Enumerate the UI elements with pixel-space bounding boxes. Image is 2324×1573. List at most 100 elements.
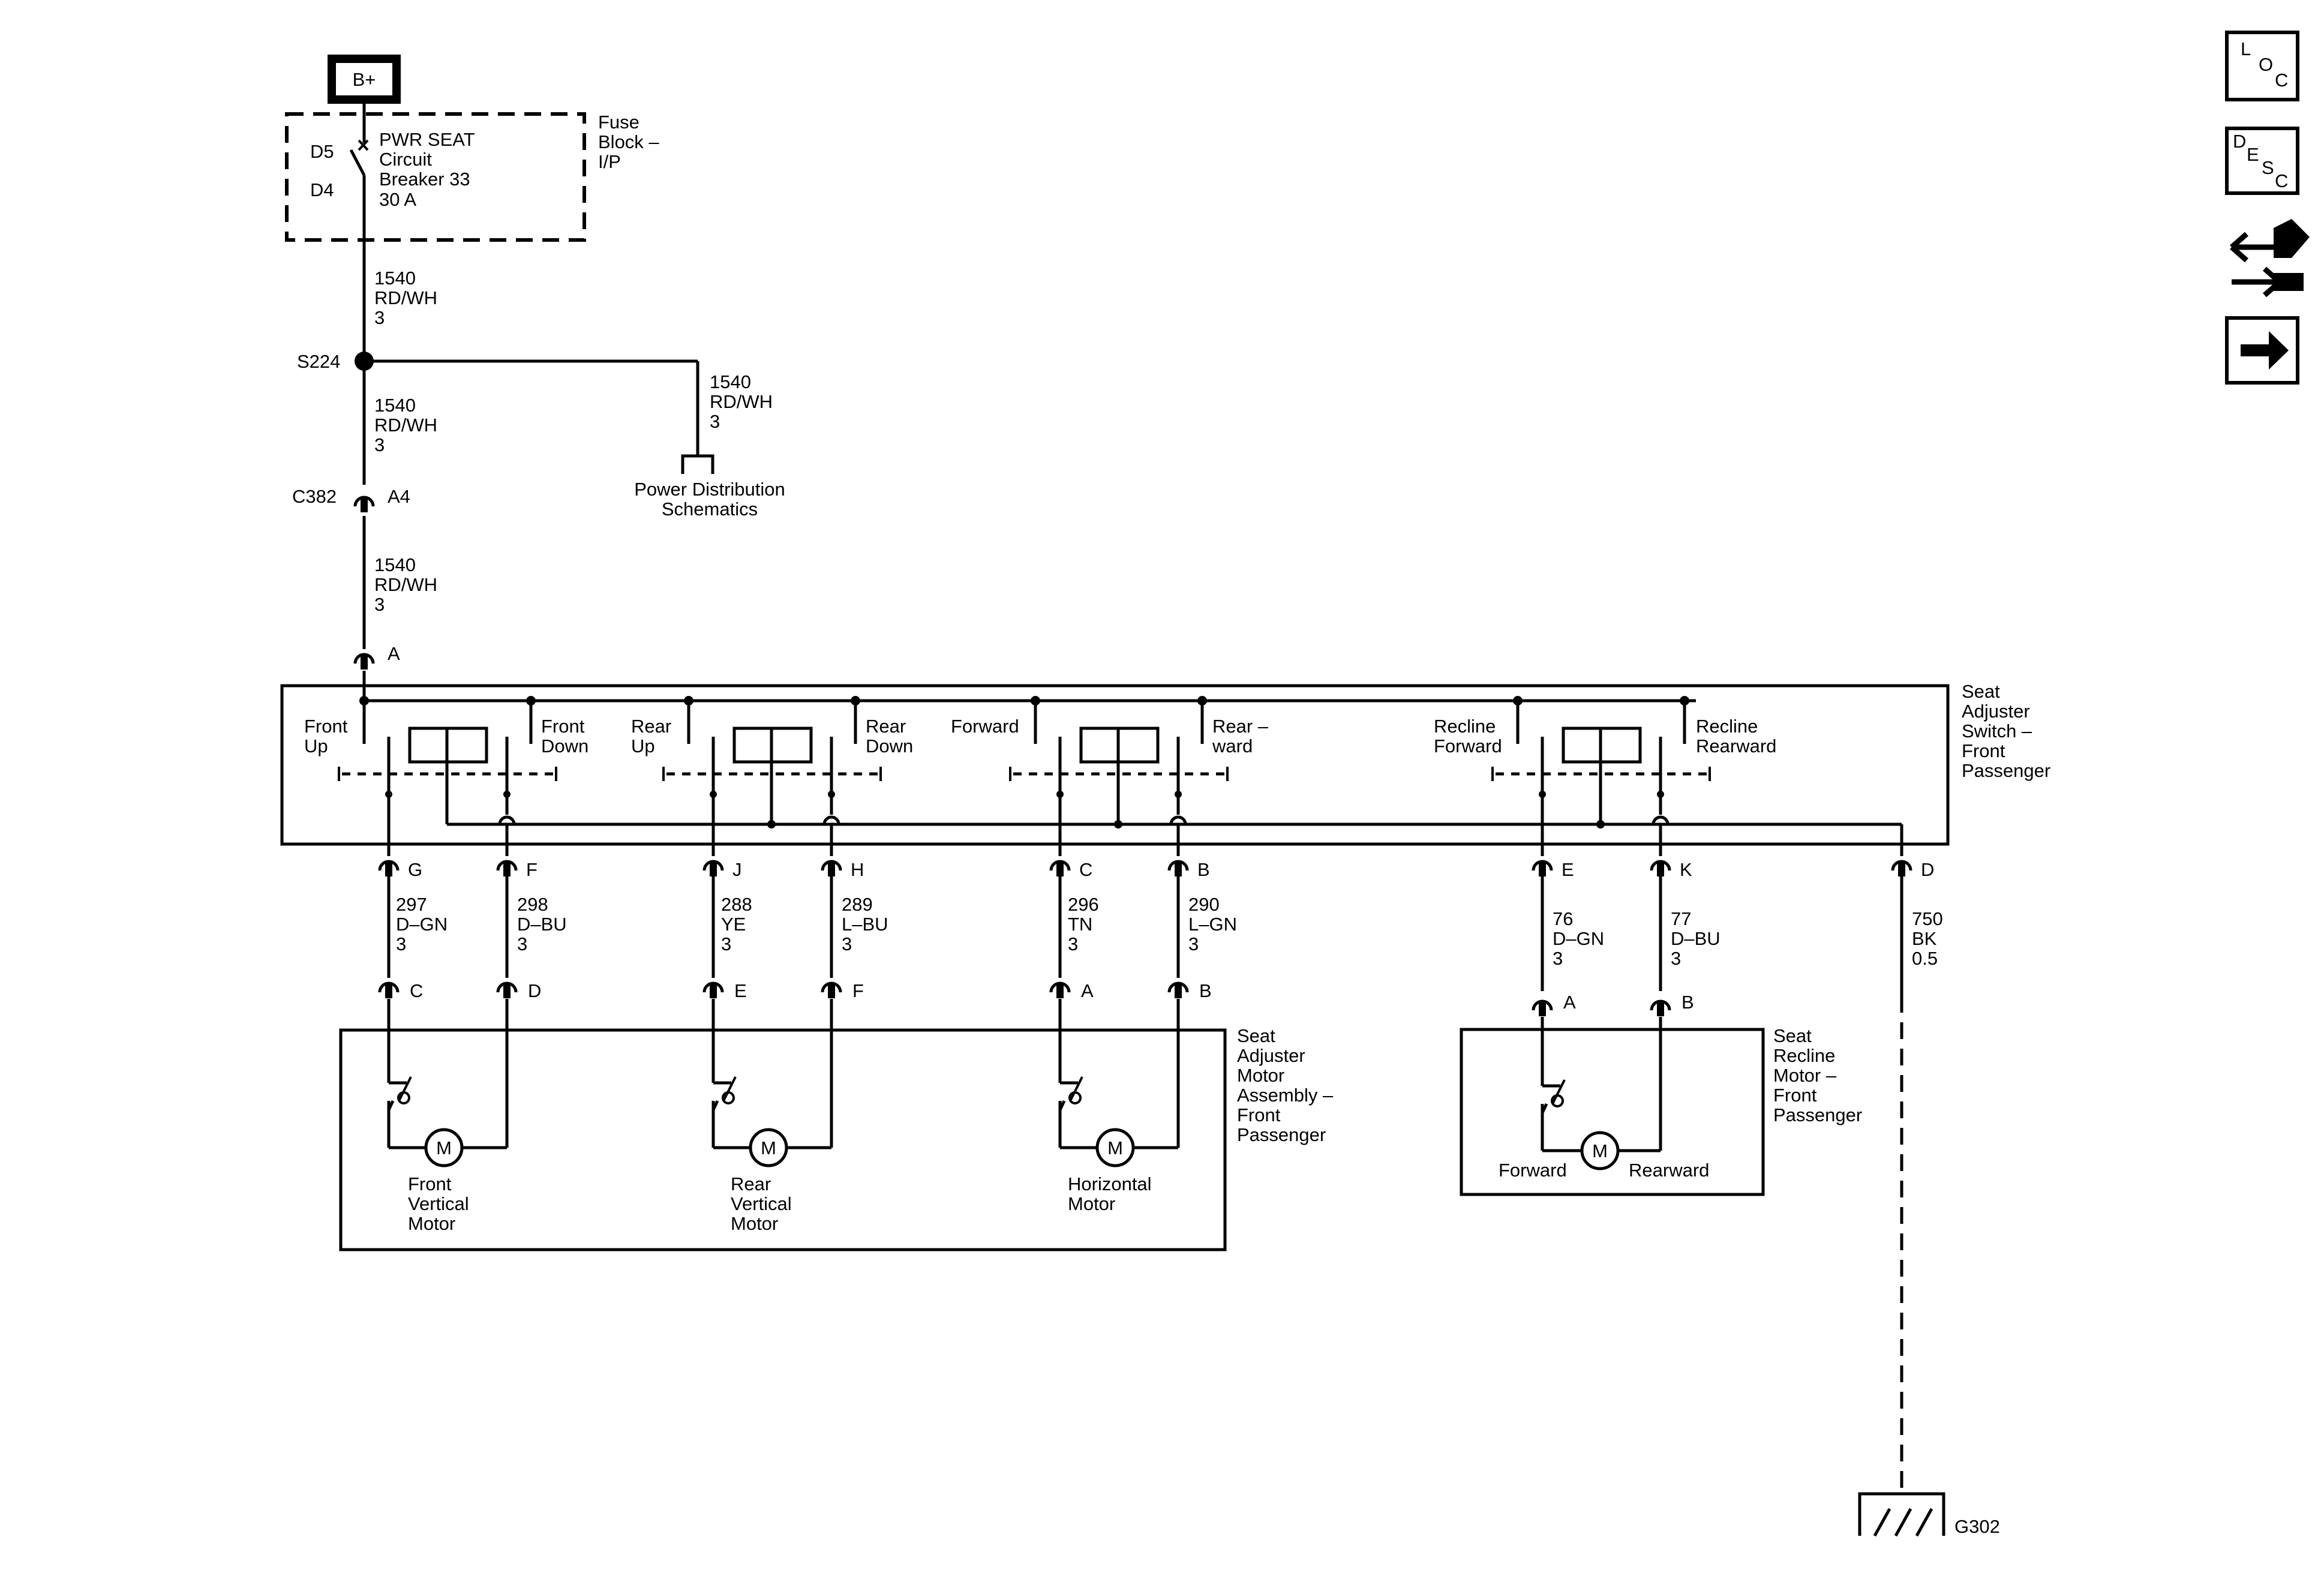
wire-290-3: 3	[1188, 933, 1199, 954]
motor-symbol-recline: M	[1592, 1140, 1608, 1161]
loc-icon[interactable]: L O C	[2225, 31, 2299, 101]
wire-290-1: 290	[1188, 894, 1220, 915]
loc-letter-l: L	[2241, 38, 2251, 59]
wire-289-3: 3	[842, 933, 852, 954]
breaker-line-2: Circuit	[379, 149, 432, 170]
motor-pin-e: E	[734, 980, 747, 1001]
power-dist-line-1: Power Distribution	[634, 479, 785, 500]
recline-title-2: Recline	[1773, 1045, 1835, 1066]
wire-298-3: 3	[517, 933, 527, 954]
label-recline-rearward-1: Recline	[1696, 716, 1758, 737]
seat-adjuster-motor-assembly: Seat Adjuster Motor Assembly – Front Pas…	[339, 999, 1334, 1251]
recline-title-1: Seat	[1773, 1025, 1812, 1046]
wire-1540-c-3: 3	[374, 434, 385, 455]
wire-288-2: YE	[721, 914, 746, 935]
motor-pin-a: A	[1081, 980, 1094, 1001]
switch-pin-k: K	[1680, 859, 1692, 880]
motor-symbol-front: M	[436, 1137, 452, 1158]
svg-text:A: A	[388, 643, 400, 664]
desc-icon[interactable]: D E S C	[2225, 127, 2299, 195]
fuse-block-title-3: I/P	[598, 151, 621, 172]
wire-297-2: D–GN	[396, 914, 448, 935]
power-dist-line-2: Schematics	[662, 499, 758, 520]
feed-wire-1540	[355, 240, 714, 696]
loc-letter-c: C	[2275, 70, 2288, 91]
b-plus-label: B+	[353, 69, 376, 90]
recline-title-5: Passenger	[1773, 1104, 1862, 1125]
desc-letter-s: S	[2262, 157, 2274, 178]
ground-icon	[1858, 1492, 1945, 1536]
wire-1540-b-2: RD/WH	[710, 391, 773, 412]
motor-pin-f: F	[852, 980, 864, 1001]
label-recline-forward-2: Forward	[1434, 736, 1502, 757]
switch-pin-b: B	[1197, 859, 1210, 880]
wire-76-3: 3	[1553, 948, 1563, 969]
front-vertical-motor: M Front Vertical Motor	[387, 999, 509, 1234]
wire-297-3: 3	[396, 933, 406, 954]
rear-vertical-label-3: Motor	[731, 1213, 778, 1234]
recline-pin-a: A	[1563, 992, 1576, 1013]
recline-title-4: Front	[1773, 1085, 1817, 1106]
switch-pin-h: H	[851, 859, 864, 880]
fuse-pin-d4: D4	[310, 179, 334, 200]
wire-750-3: 0.5	[1912, 948, 1938, 969]
switch-title-1: Seat	[1962, 681, 2000, 702]
wire-290-2: L–GN	[1188, 914, 1237, 935]
b-plus-source: B+	[328, 55, 401, 104]
label-front-down-1: Front	[541, 716, 585, 737]
breaker-line-3: Breaker 33	[379, 169, 470, 190]
switch-pin-d: D	[1921, 859, 1934, 880]
breaker-line-4: 30 A	[379, 189, 416, 210]
recline-rearward-label: Rearward	[1629, 1160, 1709, 1181]
label-rearward-1: Rear –	[1212, 716, 1269, 737]
next-arrow-icon[interactable]	[2225, 316, 2299, 385]
motor-assembly-title-1: Seat	[1237, 1025, 1275, 1046]
motor-symbol-rear: M	[761, 1137, 776, 1158]
switch-title-5: Passenger	[1962, 760, 2050, 781]
recline-pin-b: B	[1682, 992, 1694, 1013]
wire-1540-a-3: 3	[374, 307, 385, 328]
motor-assembly-title-2: Adjuster	[1237, 1045, 1305, 1066]
wire-1540-d-3: 3	[374, 594, 385, 615]
wire-288-1: 288	[721, 894, 752, 915]
motor-assembly-title-6: Passenger	[1237, 1124, 1326, 1145]
wire-1540-d-2: RD/WH	[374, 574, 437, 595]
splice-s224-label: S224	[297, 351, 340, 372]
switch-group-horizontal: Forward Rear – ward	[951, 696, 1269, 856]
wire-296-2: TN	[1068, 914, 1092, 935]
motor-assembly-title-4: Assembly –	[1237, 1085, 1334, 1106]
switch-group-rear: Rear Up Rear Down	[631, 696, 913, 856]
connector-c382-label: C382	[292, 486, 337, 507]
wire-1540-a-2: RD/WH	[374, 287, 437, 308]
wire-77-2: D–BU	[1671, 928, 1721, 949]
wire-288-3: 3	[721, 933, 731, 954]
switch-output-pins: G F J H C B E K D	[380, 859, 1934, 880]
wire-289-1: 289	[842, 894, 873, 915]
switch-title-2: Adjuster	[1962, 701, 2030, 722]
motor-assembly-title-3: Motor	[1237, 1065, 1284, 1086]
connector-arrows-icon[interactable]	[2230, 219, 2310, 298]
circuit-breaker-icon	[349, 100, 369, 240]
connector-c382-pin: A4	[388, 486, 410, 507]
breaker-line-1: PWR SEAT	[379, 129, 475, 150]
switch-group-front: Front Up Front Down	[304, 696, 588, 856]
wire-750-2: BK	[1912, 928, 1937, 949]
fuse-block-title-1: Fuse	[598, 112, 639, 133]
wire-1540-b-1: 1540	[710, 371, 751, 392]
wire-289-2: L–BU	[842, 914, 888, 935]
motor-pin-d: D	[528, 980, 541, 1001]
switch-pin-e: E	[1562, 859, 1574, 880]
front-vertical-label-1: Front	[408, 1173, 452, 1194]
wire-labels: 297 D–GN 3 298 D–BU 3 288 YE 3 289 L–BU …	[396, 894, 1943, 969]
wire-1540-c-2: RD/WH	[374, 415, 437, 436]
wire-1540-d-1: 1540	[374, 554, 416, 575]
switch-pin-g: G	[408, 859, 422, 880]
loc-letter-o: O	[2259, 54, 2273, 75]
label-front-down-2: Down	[541, 736, 588, 757]
motor-assembly-title-5: Front	[1237, 1104, 1281, 1125]
wire-77-1: 77	[1671, 908, 1691, 929]
wire-296-1: 296	[1068, 894, 1099, 915]
front-vertical-label-3: Motor	[408, 1213, 455, 1234]
fuse-block-title-2: Block –	[598, 131, 659, 152]
